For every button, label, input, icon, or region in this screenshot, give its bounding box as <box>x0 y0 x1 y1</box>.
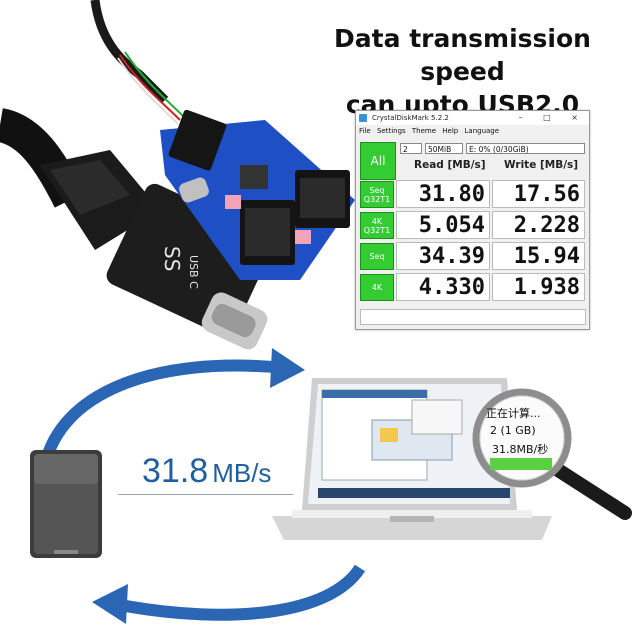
lower-arrow-head <box>92 584 128 624</box>
seq-read: 34.39 <box>396 242 490 270</box>
speed-unit: MB/s <box>212 458 272 488</box>
cdm-title: CrystalDiskMark 5.2.2 <box>372 114 449 122</box>
transfer-arrows <box>39 348 366 624</box>
size-select[interactable]: 50MiB <box>425 143 463 154</box>
headline-line1: Data transmission speed <box>334 24 591 86</box>
menu-theme[interactable]: Theme <box>411 127 437 135</box>
svg-text:SS: SS <box>160 246 184 271</box>
menu-file[interactable]: File <box>359 127 371 135</box>
lower-arrow-shaft <box>118 564 366 621</box>
crystaldiskmark-window: CrystalDiskMark 5.2.2 – □ × File Setting… <box>355 110 590 330</box>
laptop-illustration <box>272 378 552 540</box>
menu-settings[interactable]: Settings <box>376 127 406 135</box>
read-header: Read [MB/s] <box>414 159 486 171</box>
speed-value: 31.8 <box>142 452 209 490</box>
all-button[interactable]: All <box>360 142 396 180</box>
external-drive-icon <box>30 450 102 558</box>
usb-hub-illustration: SS USB C <box>0 0 355 350</box>
window-controls[interactable]: – □ × <box>518 113 587 122</box>
4k-q32t1-write: 2.228 <box>492 211 585 239</box>
seq-q32t1-read: 31.80 <box>396 180 490 208</box>
usbc-label: USB C <box>187 255 200 289</box>
cdm-titlebar: CrystalDiskMark 5.2.2 – □ × <box>356 111 589 125</box>
seq-write: 15.94 <box>492 242 585 270</box>
usb-header-board <box>160 109 355 280</box>
app-icon <box>359 114 367 122</box>
speed-underline <box>118 494 293 495</box>
menu-language[interactable]: Language <box>464 127 500 135</box>
menu-help[interactable]: Help <box>442 127 459 135</box>
upper-arrow-shaft <box>39 359 286 467</box>
seq-button[interactable]: Seq <box>360 243 394 270</box>
upper-arrow-head <box>270 348 305 388</box>
4k-write: 1.938 <box>492 273 585 301</box>
cdm-menubar: File Settings Theme Help Language <box>356 125 589 138</box>
magnifier-line1: 正在计算... <box>486 407 541 420</box>
seq-q32t1-write: 17.56 <box>492 180 585 208</box>
4k-read: 4.330 <box>396 273 490 301</box>
drive-select[interactable]: E: 0% (0/30GiB) <box>466 143 585 154</box>
4k-button[interactable]: 4K <box>360 274 394 301</box>
4k-q32t1-read: 5.054 <box>396 211 490 239</box>
status-bar <box>360 309 586 325</box>
magnifier-icon <box>472 388 632 520</box>
write-header: Write [MB/s] <box>504 159 579 171</box>
magnifier-line3: 31.8MB/秒 <box>492 443 549 456</box>
magnifier-line2: 2 (1 GB) <box>490 424 536 437</box>
count-select[interactable]: 2 <box>400 143 422 154</box>
